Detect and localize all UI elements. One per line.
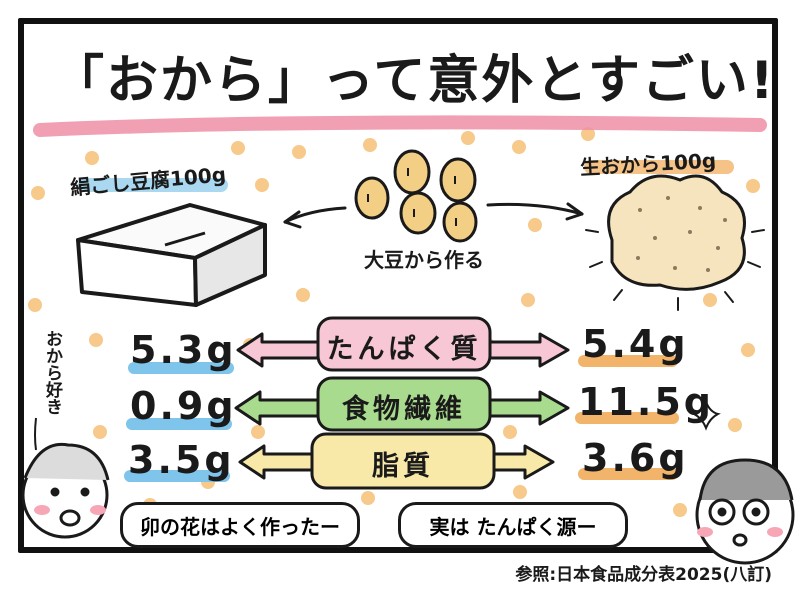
sparkle-icon bbox=[691, 399, 721, 431]
okara-illustration bbox=[585, 174, 765, 311]
okara-label-highlight bbox=[584, 160, 734, 174]
side-note: おから好き bbox=[42, 330, 62, 415]
value-underlines bbox=[124, 355, 679, 482]
tofu-label-highlight bbox=[78, 178, 228, 192]
okara-fiber-value: 11.5g bbox=[578, 380, 714, 424]
source-arrows bbox=[283, 202, 584, 229]
grandmother-character bbox=[21, 442, 110, 539]
nutrient-name-fat: 脂質 bbox=[372, 451, 434, 482]
nutrient-name-protein: たんぱく質 bbox=[326, 334, 482, 365]
tofu-illustration bbox=[76, 203, 267, 307]
source-citation: 参照:日本食品成分表2025(八訂) bbox=[515, 565, 772, 585]
tofu-protein-value: 5.3g bbox=[130, 328, 237, 372]
soybean-label: 大豆から作る bbox=[364, 248, 484, 272]
glasses-character bbox=[695, 458, 795, 565]
tofu-fat-value: 3.5g bbox=[128, 438, 235, 482]
nutrient-label-boxes bbox=[310, 316, 496, 490]
tofu-fiber-value: 0.9g bbox=[130, 384, 237, 428]
okara-protein-value: 5.4g bbox=[582, 322, 689, 366]
soybeans-illustration bbox=[354, 149, 478, 243]
side-note-arrow bbox=[34, 417, 37, 451]
title-underline bbox=[33, 115, 767, 137]
speech-bubble-right: 実は たんぱく源ー bbox=[398, 502, 628, 548]
okara-fat-value: 3.6g bbox=[582, 436, 689, 480]
nutrient-name-fiber: 食物繊維 bbox=[342, 394, 466, 425]
page-title: 「おから」って意外とすごい! bbox=[52, 51, 776, 111]
speech-bubble-left: 卯の花はよく作ったー bbox=[120, 502, 360, 548]
